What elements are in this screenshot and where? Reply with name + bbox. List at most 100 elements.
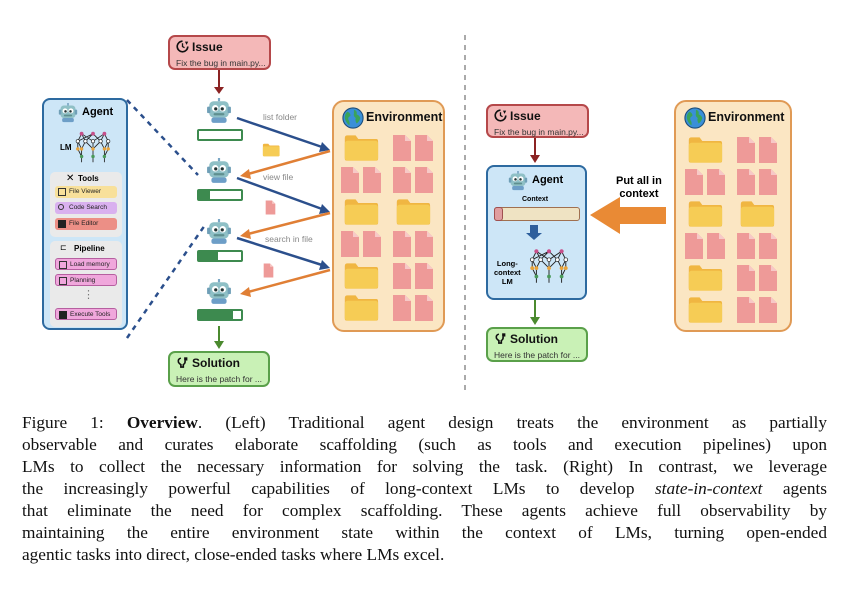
dashed-connector-top [126, 99, 199, 176]
progress-bar-step-3 [197, 250, 243, 262]
robot-icon [206, 158, 232, 184]
folder-icon [395, 198, 431, 226]
file-icon [414, 134, 434, 162]
figure-caption: Figure 1: Overview. (Left) Traditional a… [22, 412, 827, 566]
file-icon [736, 264, 756, 292]
file-icon [392, 262, 412, 290]
globe-icon [342, 107, 364, 129]
tools-icon: ✕ [66, 173, 75, 184]
file-icon [736, 296, 756, 324]
progress-fill [199, 311, 233, 319]
caption-line: maintaining the entire environment state… [22, 523, 827, 542]
folder-icon [343, 134, 379, 162]
solution-title: Solution [192, 356, 240, 370]
agent-title: Agent [82, 106, 114, 118]
action-arrow-3 [236, 236, 323, 267]
environment-title: Environment [708, 110, 785, 124]
connector-lines [125, 35, 666, 395]
globe-icon [684, 107, 706, 129]
right-agent-box: Agent Context Long- context LM [486, 165, 587, 300]
file-viewer-icon [58, 188, 66, 196]
left-issue-box: Issue Fix the bug in main.py... [168, 35, 271, 70]
put-all-in-context-arrow [590, 197, 666, 234]
progress-fill [199, 252, 218, 260]
solution-text: Here is the patch for ... [176, 374, 262, 384]
search-icon [58, 204, 64, 210]
solution-title: Solution [510, 332, 558, 346]
caption-line: observable and curates elaborate scaffol… [22, 435, 827, 454]
pipeline-ellipsis: ⋮ [83, 289, 94, 301]
caption-line: the increasingly powerful capabilities o… [22, 479, 828, 498]
caption-line: LMs to collect the necessary information… [22, 457, 827, 476]
tools-panel: ✕ Tools File Viewer Code Search File Edi… [50, 172, 122, 237]
file-icon [684, 168, 704, 196]
file-icon [736, 136, 756, 164]
issue-text: Fix the bug in main.py... [176, 58, 266, 68]
progress-bar-step-2 [197, 189, 243, 201]
planning-icon [59, 277, 67, 285]
context-bar [494, 207, 580, 221]
tools-title: Tools [78, 174, 99, 183]
right-environment-box: Environment [674, 100, 792, 332]
issue-text: Fix the bug in main.py... [494, 127, 584, 137]
file-icon [392, 294, 412, 322]
environment-contents [684, 136, 788, 331]
file-icon [706, 168, 726, 196]
left-solution-box: Solution Here is the patch for ... [168, 351, 270, 387]
agent-title: Agent [532, 174, 564, 186]
environment-title: Environment [366, 110, 443, 124]
action-label-view-file: view file [263, 172, 294, 182]
caption-italic-term: state-in-context [654, 479, 763, 498]
dashed-connector-bottom [125, 224, 207, 339]
file-icon [684, 232, 704, 260]
figure-label: Figure 1: [22, 413, 104, 432]
folder-icon [739, 200, 775, 228]
action-label-search-in-file: search in file [265, 234, 313, 244]
right-solution-box: Solution Here is the patch for ... [486, 327, 588, 362]
bulb-icon [176, 356, 189, 370]
file-icon [392, 166, 412, 194]
file-icon [758, 232, 778, 260]
result-arrow-2 [247, 211, 331, 236]
file-icon [362, 230, 382, 258]
pipeline-execute-tools[interactable]: Execute Tools [55, 308, 117, 320]
robot-icon [508, 171, 528, 191]
tool-file-editor[interactable]: File Editor [55, 218, 117, 230]
folder-icon [343, 262, 379, 290]
pipeline-planning[interactable]: Planning [55, 274, 117, 286]
progress-bar-step-1 [197, 129, 243, 141]
pipeline-icon: ⊏ [60, 243, 67, 252]
file-icon [736, 232, 756, 260]
context-label: Context [522, 196, 549, 203]
lm-label: LM [60, 143, 72, 152]
folder-icon [343, 294, 379, 322]
file-icon [414, 166, 434, 194]
file-icon [706, 232, 726, 260]
agent-panel: Agent LM ✕ Tools File Viewer Code Search… [42, 98, 128, 330]
neural-network-icon [74, 128, 112, 166]
robot-icon [58, 103, 78, 123]
pipeline-load-memory[interactable]: Load memory [55, 258, 117, 270]
issue-icon [176, 40, 189, 53]
action-arrow-1 [236, 116, 323, 149]
robot-icon [206, 219, 232, 245]
action-arrow-2 [236, 176, 323, 211]
action-label-list-folder: list folder [263, 112, 298, 122]
folder-icon [687, 200, 723, 228]
file-icon [263, 263, 274, 278]
tool-code-search[interactable]: Code Search [55, 202, 117, 214]
left-environment-box: Environment [332, 100, 445, 332]
issue-icon [494, 109, 507, 122]
file-icon [414, 262, 434, 290]
clapper-icon [59, 311, 67, 319]
result-arrow-1 [247, 149, 331, 176]
folder-icon [343, 198, 379, 226]
context-bar-issue-segment [494, 207, 503, 221]
memory-icon [59, 261, 67, 269]
result-arrow-3 [247, 268, 331, 294]
tool-file-viewer[interactable]: File Viewer [55, 186, 117, 198]
bulb-icon [494, 332, 507, 346]
caption-line: agentic tasks into direct, close-ended t… [22, 545, 445, 564]
environment-contents [340, 134, 440, 329]
file-icon [340, 230, 360, 258]
